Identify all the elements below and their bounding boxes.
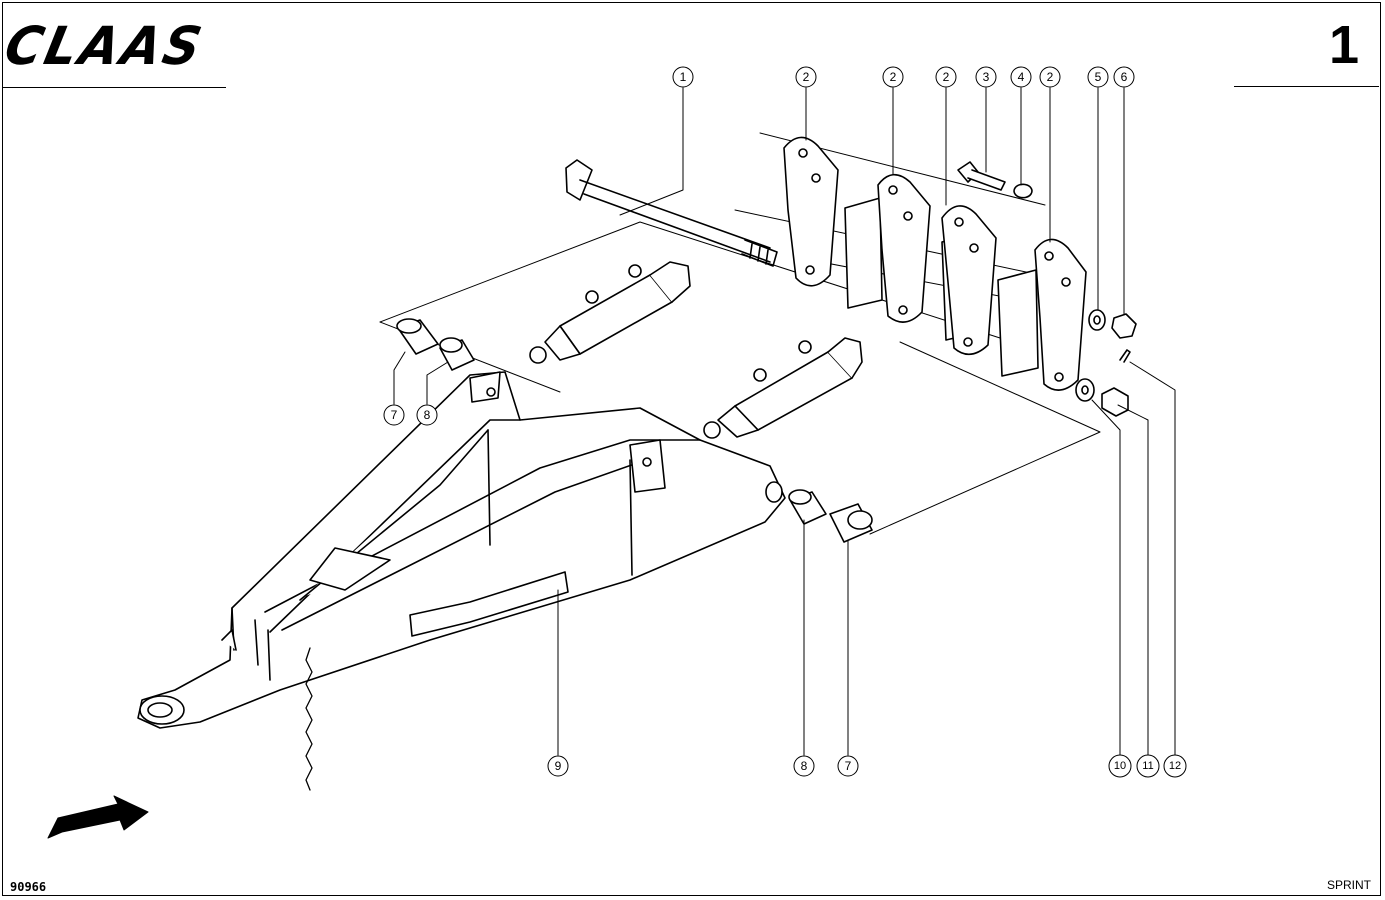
callout-7a-label: 7 xyxy=(391,408,398,422)
bushings xyxy=(396,318,873,543)
link-plate-1 xyxy=(783,136,839,287)
callout-11: 11 xyxy=(1136,754,1160,778)
callout-8a: 8 xyxy=(416,404,438,426)
main-pin xyxy=(565,159,778,267)
link-plates xyxy=(783,136,1087,391)
fasteners xyxy=(957,161,1137,417)
hydraulic-cylinder-lower xyxy=(703,337,863,439)
callout-11-label: 11 xyxy=(1142,760,1153,772)
link-plate-2 xyxy=(877,173,931,323)
callout-5-label: 5 xyxy=(1095,70,1102,84)
safety-chain xyxy=(305,647,313,791)
callout-markers: 1 2 2 2 3 4 2 5 6 7 8 9 8 7 10 11 12 xyxy=(383,66,1187,778)
callout-2c-label: 2 xyxy=(943,70,950,84)
link-plate-4 xyxy=(1034,238,1087,391)
callout-7a: 7 xyxy=(383,404,405,426)
sleeve xyxy=(1013,183,1033,199)
callout-10-label: 10 xyxy=(1114,760,1126,772)
callout-2a: 2 xyxy=(795,66,817,88)
split-pin-12 xyxy=(1119,349,1131,363)
callout-2d-label: 2 xyxy=(1047,70,1054,84)
callout-8b: 8 xyxy=(793,755,815,777)
callout-6-label: 6 xyxy=(1121,70,1128,84)
spacer-3 xyxy=(997,269,1039,377)
model-name: SPRINT xyxy=(1326,878,1371,892)
drawbar-frame xyxy=(137,371,786,729)
callout-5: 5 xyxy=(1087,66,1109,88)
header-rule-left xyxy=(2,87,226,88)
castle-nut-11 xyxy=(1101,387,1129,417)
callout-2c: 2 xyxy=(935,66,957,88)
callout-3-label: 3 xyxy=(983,70,990,84)
callout-7b: 7 xyxy=(837,755,859,777)
callout-12: 12 xyxy=(1163,754,1187,778)
callout-2a-label: 2 xyxy=(803,70,810,84)
nut-6 xyxy=(1111,313,1137,339)
callout-4-label: 4 xyxy=(1018,70,1025,84)
callout-12-label: 12 xyxy=(1169,760,1181,772)
callout-2b: 2 xyxy=(882,66,904,88)
callout-7b-label: 7 xyxy=(845,759,852,773)
callout-10: 10 xyxy=(1108,754,1132,778)
callout-4: 4 xyxy=(1010,66,1032,88)
callout-9-label: 9 xyxy=(555,759,562,773)
callout-3: 3 xyxy=(975,66,997,88)
callout-9: 9 xyxy=(547,755,569,777)
callout-8b-label: 8 xyxy=(801,759,808,773)
link-plate-3 xyxy=(941,205,997,356)
hydraulic-cylinder-upper xyxy=(529,261,691,364)
callout-1-label: 1 xyxy=(680,70,687,84)
drawing-number: 90966 xyxy=(10,880,47,894)
callout-6: 6 xyxy=(1113,66,1135,88)
callout-8a-label: 8 xyxy=(424,408,431,422)
travel-direction-arrow-icon xyxy=(47,795,149,839)
spacer-1 xyxy=(844,197,883,309)
callout-2d: 2 xyxy=(1039,66,1061,88)
sheet-number: 1 xyxy=(1328,15,1359,75)
callout-1: 1 xyxy=(672,66,694,88)
header-rule-right xyxy=(1234,86,1379,87)
callout-2b-label: 2 xyxy=(890,70,897,84)
leader-lines xyxy=(393,87,1176,756)
